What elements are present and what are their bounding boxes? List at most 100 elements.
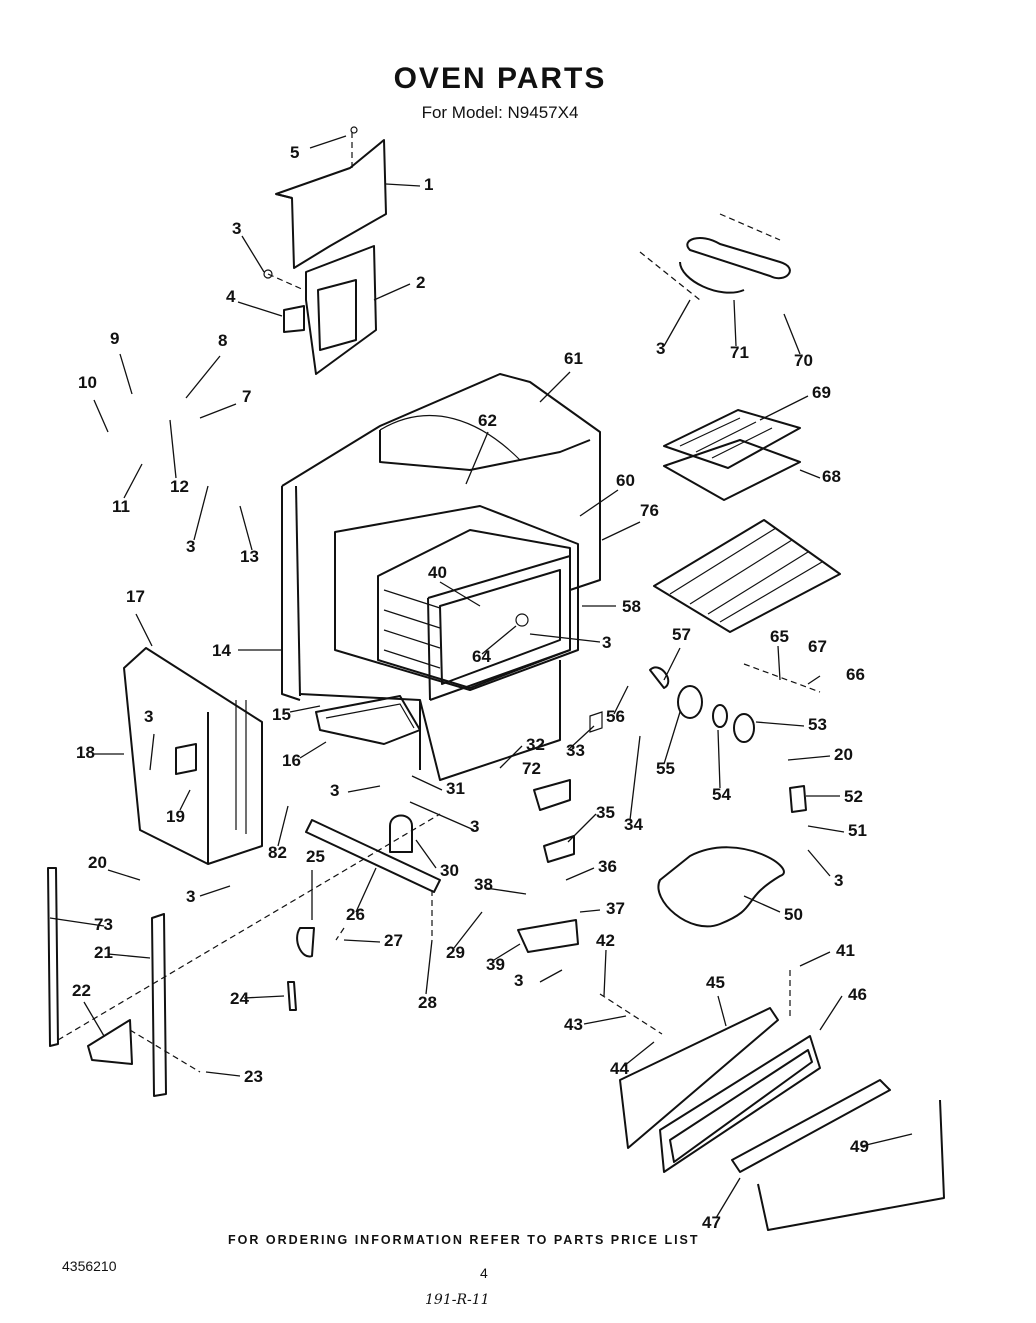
callout-65: 65 [770,627,789,646]
callout-70: 70 [794,351,813,370]
oven-door-part [599,970,945,1231]
drawer-tray-part [315,695,421,745]
ordering-info-note: FOR ORDERING INFORMATION REFER TO PARTS … [228,1233,700,1247]
callout-29: 29 [446,943,465,962]
callout-46: 46 [848,985,867,1004]
callout-4: 4 [226,287,236,306]
callout-58: 58 [622,597,641,616]
callout-11: 11 [112,497,130,516]
callout-66: 66 [846,665,865,684]
callout-67: 67 [808,637,827,656]
callout-51: 51 [848,821,867,840]
callout-35: 35 [596,803,615,822]
callout-23: 23 [244,1067,263,1086]
callout-56: 56 [606,707,625,726]
callout-33: 33 [566,741,585,760]
callout-52: 52 [844,787,863,806]
callout-39: 39 [486,955,505,974]
callout-3h: 3 [834,871,843,890]
oven-rack-part [653,519,841,633]
callout-25: 25 [306,847,325,866]
callout-32: 32 [526,735,545,754]
callout-14: 14 [212,641,231,660]
callout-9: 9 [110,329,119,348]
callout-28: 28 [418,993,437,1012]
callout-53: 53 [808,715,827,734]
callout-16: 16 [282,751,301,770]
callout-3b: 3 [186,537,195,556]
callout-1: 1 [424,175,433,194]
callout-82: 82 [268,843,287,862]
callout-34: 34 [624,815,643,834]
callout-17: 17 [126,587,145,606]
callout-30: 30 [440,861,459,880]
callout-45: 45 [706,973,725,992]
callout-72: 72 [522,759,541,778]
callout-31: 31 [446,779,465,798]
callout-41: 41 [836,941,855,960]
page-title: OVEN PARTS [393,62,607,95]
callout-20: 20 [88,853,107,872]
callout-20b: 20 [834,745,853,764]
burner-assembly-part [287,814,441,1011]
callout-15: 15 [272,705,291,724]
callout-62: 62 [478,411,497,430]
callout-44: 44 [610,1059,629,1078]
part-callouts: 5 1 3 2 4 9 8 10 7 11 12 3 13 17 14 15 3… [72,143,869,1232]
callout-71: 71 [730,343,749,362]
callout-38: 38 [474,875,493,894]
callout-68: 68 [822,467,841,486]
callout-3g: 3 [514,971,523,990]
callout-10: 10 [78,373,97,392]
callout-13: 13 [240,547,259,566]
callout-3f: 3 [470,817,479,836]
callout-3: 3 [232,219,241,238]
callout-73: 73 [94,915,113,934]
callout-42: 42 [596,931,615,950]
document-number: 4356210 [62,1258,117,1274]
callout-47: 47 [702,1213,721,1232]
rack-guides-part [639,213,791,301]
callout-19: 19 [166,807,185,826]
callout-69: 69 [812,383,831,402]
callout-57: 57 [672,625,691,644]
light-assembly-part [649,663,821,813]
callout-3j: 3 [656,339,665,358]
callout-3d: 3 [330,781,339,800]
callout-8: 8 [218,331,227,350]
callout-61: 61 [564,349,583,368]
oven-cabinet-part [281,373,601,781]
callout-3c: 3 [144,707,153,726]
callout-27: 27 [384,931,403,950]
callout-3i: 3 [602,633,611,652]
callout-64: 64 [472,647,491,666]
callout-26: 26 [346,905,365,924]
callout-40: 40 [428,563,447,582]
callout-7: 7 [242,387,251,406]
callout-49: 49 [850,1137,869,1156]
model-subtitle: For Model: N9457X4 [421,103,579,122]
bake-element-part [657,846,785,928]
callout-43: 43 [564,1015,583,1034]
trim-strips-part [47,813,441,1097]
callout-37: 37 [606,899,625,918]
callout-76: 76 [640,501,659,520]
callout-21: 21 [94,943,113,962]
broiler-pan-part [663,409,801,501]
callout-54: 54 [712,785,731,804]
callout-22: 22 [72,981,91,1000]
valve-ignition-part [517,711,603,953]
vent-duct-part [263,126,387,375]
page-number: 4 [480,1265,488,1281]
callout-2: 2 [416,273,425,292]
callout-50: 50 [784,905,803,924]
handwritten-note: 191-R-11 [425,1292,490,1308]
callout-55: 55 [656,759,675,778]
callout-18: 18 [76,743,95,762]
callout-5: 5 [290,143,299,162]
leader-lines [49,135,913,1219]
callout-3e: 3 [186,887,195,906]
callout-24: 24 [230,989,249,1008]
callout-36: 36 [598,857,617,876]
